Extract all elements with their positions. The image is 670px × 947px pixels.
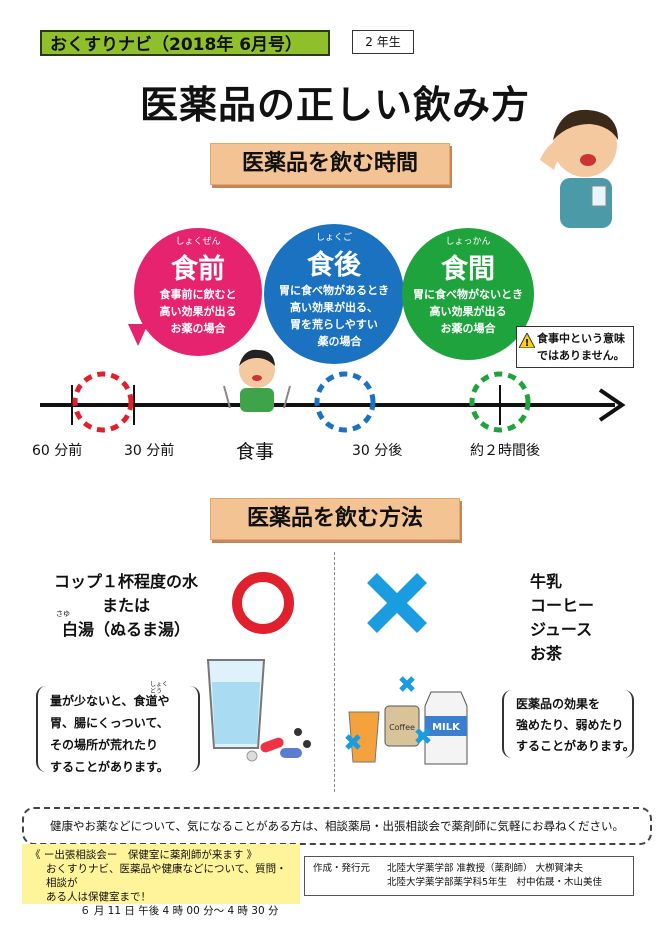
good-line-3: さゆ 白湯（ぬるま湯） xyxy=(56,610,190,639)
water-glass-and-pills-illustration xyxy=(206,659,311,762)
bad-note-line-2: 強めたり、弱めたり xyxy=(516,718,624,732)
credit-box: 作成・発行元 北陸大学薬学部 准教授（薬剤師） 大栁賀津夫 北陸大学薬学部薬学科… xyxy=(304,856,634,896)
bubble-line: 高い効果が出る xyxy=(429,305,507,318)
advice-box: 健康やお薬などについて、気になることがある方は、相談薬局・出張相談会で薬剤師に気… xyxy=(22,807,652,845)
good-circle-icon xyxy=(232,572,294,634)
timing-bubble-2: しょくご食後胃に食べ物があるとき高い効果が出る、胃を荒らしやすいお薬の場合 xyxy=(264,224,404,364)
good-line-2: または xyxy=(101,596,150,615)
timing-bubble-1: しょくぜん食前食事前に飲むと高い効果が出るお薬の場合 xyxy=(134,228,262,356)
timeline xyxy=(40,371,626,433)
bubble-ruby: しょくぜん xyxy=(175,237,221,247)
credit-label: 作成・発行元 xyxy=(313,863,371,874)
eating-child-illustration xyxy=(223,349,291,412)
consultation-box: 《 ー出張相談会ー 保健室に薬剤師が来ます 》 おくすりナビ、医薬品や健康などに… xyxy=(22,844,300,917)
ruby-sayu: さゆ xyxy=(56,610,70,618)
good-note-line-2: 胃、腸にくっついて、 xyxy=(50,716,169,730)
bubble-line: 胃を荒らしやすい xyxy=(290,318,378,331)
label-60-before: 60 分前 xyxy=(32,443,83,459)
good-drinks: コップ１杯程度の水 または さゆ 白湯（ぬるま湯） xyxy=(38,570,214,642)
bubble-title: 食前 xyxy=(171,254,225,285)
bad-line-4: お茶 xyxy=(530,644,563,663)
bubble-tail xyxy=(128,324,148,346)
after-meal-circle xyxy=(314,371,376,433)
bubble-line: お薬の場合 xyxy=(170,322,226,335)
ruby-shokudo: しょくどう xyxy=(150,681,169,695)
good-line-1: コップ１杯程度の水 xyxy=(53,572,198,591)
bad-note-line-3: することがあります。 xyxy=(516,739,635,753)
before-meal-circle xyxy=(72,371,134,433)
bubble-line: お薬の場合 xyxy=(306,335,362,348)
sick-boy-illustration xyxy=(540,109,618,228)
bad-cross-icon xyxy=(367,573,427,633)
credit-line-2: 北陸大学薬学部薬学科5年生 村中佑晟・木山美佳 xyxy=(387,877,603,888)
good-note-line-4: することがあります。 xyxy=(50,760,169,774)
bad-line-1: 牛乳 xyxy=(530,572,563,591)
consult-line-2: ある人は保健室まで！ xyxy=(46,891,151,903)
bad-drinks-illustration: Coffee MILK xyxy=(345,676,468,765)
bubble-line: 胃に食べ物があるとき xyxy=(279,284,389,297)
bubble-title: 食間 xyxy=(441,254,495,285)
bubble-tail xyxy=(468,336,488,358)
newsletter-header: おくすりナビ（2018年 6月号） xyxy=(40,30,330,56)
bubble-tail xyxy=(300,336,320,358)
label-30-before: 30 分前 xyxy=(124,443,175,459)
between-meal-circle xyxy=(469,371,531,433)
bubble-line: 胃に食べ物がないとき xyxy=(413,288,523,301)
coffee-label: Coffee xyxy=(389,723,415,732)
bubble-line: 高い効果が出る、 xyxy=(290,301,378,314)
section-heading-timing: 医薬品を飲む時間 xyxy=(210,143,450,185)
bubble-line: 高い効果が出る xyxy=(159,305,237,318)
svg-text:!: ! xyxy=(525,338,530,348)
note-line-1: 食事中という意味 xyxy=(537,332,625,345)
consult-date: ６ 月 11 日 午後 4 時 00 分～ 4 時 30 分 xyxy=(80,905,279,917)
grade-label: 2 年生 xyxy=(352,30,414,54)
credit-line-1: 北陸大学薬学部 准教授（薬剤師） 大栁賀津夫 xyxy=(387,863,584,874)
bad-drinks: 牛乳 コーヒー ジュース お茶 xyxy=(530,570,594,666)
bubble-line: お薬の場合 xyxy=(440,322,496,335)
label-30-after: 30 分後 xyxy=(352,443,403,459)
milk-label: MILK xyxy=(432,722,461,733)
bubble-ruby: しょくご xyxy=(315,233,352,243)
good-note-bracket xyxy=(36,686,200,772)
page-title: 医薬品の正しい飲み方 xyxy=(139,83,530,127)
good-note-line-1: しょくどう 量が少ないと、食道や xyxy=(50,681,170,708)
bubble-title: 食後 xyxy=(307,250,361,281)
bad-note-line-1: 医薬品の効果を xyxy=(516,697,601,711)
bad-line-2: コーヒー xyxy=(530,596,595,615)
section-heading-method: 医薬品を飲む方法 xyxy=(210,498,460,540)
consult-title: 《 ー出張相談会ー 保健室に薬剤師が来ます 》 xyxy=(30,849,258,861)
good-note-line-3: その場所が荒れたり xyxy=(50,738,159,752)
note-line-2: ではありません。 xyxy=(537,349,625,362)
bubble-ruby: しょっかん xyxy=(445,237,491,247)
bad-line-3: ジュース xyxy=(530,620,593,639)
bad-note: 医薬品の効果を 強めたり、弱めたり することがあります。 xyxy=(516,694,635,757)
timeline-arrow-icon xyxy=(598,388,626,422)
label-2h-after: 約２時間後 xyxy=(470,443,540,459)
bad-note-bracket xyxy=(502,690,634,758)
good-note: しょくどう 量が少ないと、食道や 胃、腸にくっついて、 その場所が荒れたり する… xyxy=(50,681,170,778)
bubble-line: 食事前に飲むと xyxy=(159,288,237,301)
label-meal: 食事 xyxy=(236,441,275,463)
consult-line-1: おくすりナビ、医薬品や健康などについて、質問・相談が xyxy=(46,863,287,889)
note-box: ! 食事中という意味 ではありません。 xyxy=(516,326,634,368)
column-divider xyxy=(334,552,335,792)
warning-icon: ! xyxy=(519,333,535,348)
